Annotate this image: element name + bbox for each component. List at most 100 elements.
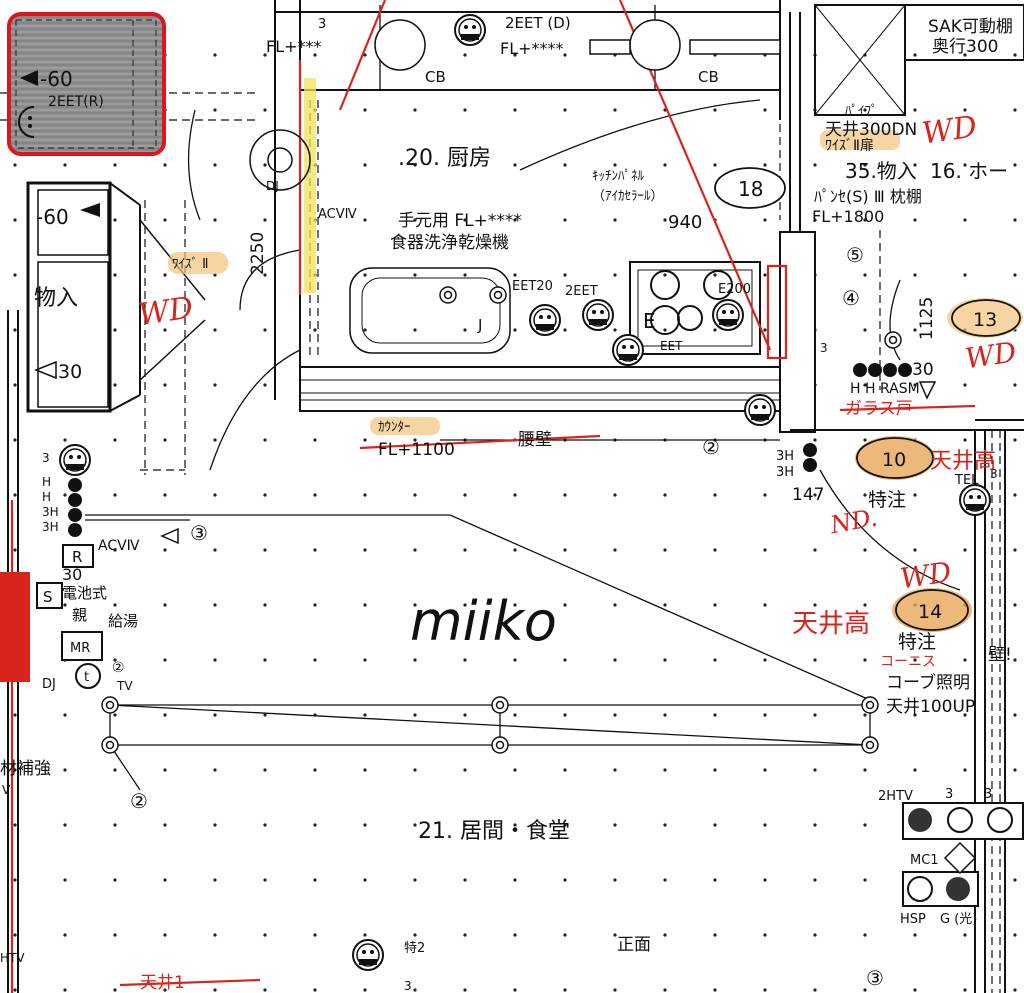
grid-dot (113, 218, 117, 222)
downlight-icon (439, 286, 457, 304)
grid-dot (13, 878, 17, 882)
grid-dot (213, 768, 217, 772)
grid-dot (263, 328, 267, 332)
logo-miiko: miiko (410, 590, 557, 653)
grid-dot (413, 768, 417, 772)
outlet-icon (454, 14, 486, 46)
label-tokuchu1: 特注 (868, 489, 906, 511)
label-two-eet: 2EET (565, 284, 598, 299)
grid-dot (1013, 438, 1017, 442)
grid-dot (413, 108, 417, 112)
grid-dot (863, 823, 867, 827)
grid-dot (663, 273, 667, 277)
grid-dot (763, 163, 767, 167)
label-three-h2: 3H (776, 465, 794, 480)
room-kitchen: .20. 厨房 (398, 146, 491, 171)
grid-dot (713, 328, 717, 332)
grid-dot (463, 108, 467, 112)
grid-dot (613, 328, 617, 332)
downlight-icon (489, 286, 507, 304)
grid-dot (363, 53, 367, 57)
annotation-tenko1: 天井高 (930, 449, 996, 474)
grid-dot (813, 438, 817, 442)
grid-dot (463, 53, 467, 57)
grid-dot (163, 823, 167, 827)
grid-dot (813, 768, 817, 772)
grid-dot (813, 658, 817, 662)
grid-dot (963, 218, 967, 222)
grid-dot (363, 273, 367, 277)
grid-dot (763, 988, 767, 992)
grid-dot (313, 548, 317, 552)
annotation-wd3: WD (963, 336, 1018, 376)
grid-dot (813, 713, 817, 717)
grid-dot (113, 328, 117, 332)
bubble-10: 10 (882, 449, 906, 471)
grid-dot (1013, 933, 1017, 937)
grid-dot (163, 328, 167, 332)
grid-dot (863, 493, 867, 497)
grid-dot (763, 328, 767, 332)
annotation-wd2: WD (920, 109, 979, 151)
grid-dot (713, 658, 717, 662)
grid-dot (313, 603, 317, 607)
grid-dot (63, 933, 67, 937)
grid-dot (513, 53, 517, 57)
grid-dot (513, 988, 517, 992)
grid-dot (763, 878, 767, 882)
outlet-icon (959, 484, 991, 516)
grid-dot (313, 988, 317, 992)
grid-dot (213, 713, 217, 717)
grid-dot (863, 878, 867, 882)
grid-dot (113, 713, 117, 717)
label-kitchen-panel-1: ｷｯﾁﾝﾊﾟﾈﾙ (592, 169, 645, 184)
ceiling-light-icon (629, 19, 681, 71)
grid-dot (213, 218, 217, 222)
grid-dot (963, 713, 967, 717)
grid-dot (513, 823, 517, 827)
grid-dot (63, 988, 67, 992)
label-three-bottom: 3 (404, 979, 412, 993)
label-battery: 電池式 (62, 584, 107, 602)
grid-dot (913, 53, 917, 57)
grid-dot (563, 713, 567, 717)
label-v: V (2, 783, 11, 797)
grid-dot (213, 878, 217, 882)
grid-dot (913, 218, 917, 222)
annotation-konisu: コーニス (880, 654, 936, 670)
grid-dot (13, 548, 17, 552)
annotation-nd: ND. (827, 503, 879, 539)
grid-dot (463, 823, 467, 827)
grid-dot (163, 658, 167, 662)
grid-dot (763, 548, 767, 552)
label-hh-rasm: H H RASM (850, 381, 920, 397)
grid-dot (363, 878, 367, 882)
grid-dot (363, 328, 367, 332)
grid-dot (363, 933, 367, 937)
highlight-callout[interactable]: -60 2EET(R) (7, 12, 166, 156)
grid-dot (913, 768, 917, 772)
grid-dot (163, 438, 167, 442)
grid-dot (363, 163, 367, 167)
grid-dot (663, 878, 667, 882)
grid-dot (413, 878, 417, 882)
grid-dot (213, 493, 217, 497)
grid-dot (13, 768, 17, 772)
grid-dot (613, 603, 617, 607)
grid-dot (313, 53, 317, 57)
grid-dot (663, 988, 667, 992)
grid-dot (563, 878, 567, 882)
label-kyuto: 給湯 (108, 612, 138, 630)
grid-dot (613, 163, 617, 167)
label-h2: H (42, 490, 51, 504)
grid-dot (963, 768, 967, 772)
grid-dot (963, 53, 967, 57)
grid-dot (663, 493, 667, 497)
grid-dot (563, 273, 567, 277)
grid-dot (163, 713, 167, 717)
grid-dot (63, 768, 67, 772)
label-mc1: MC1 (910, 853, 939, 868)
label-three-c: 3 (990, 467, 998, 481)
downlight-icon (861, 696, 879, 714)
label-acv-mid: ACVⅣ (318, 207, 357, 222)
